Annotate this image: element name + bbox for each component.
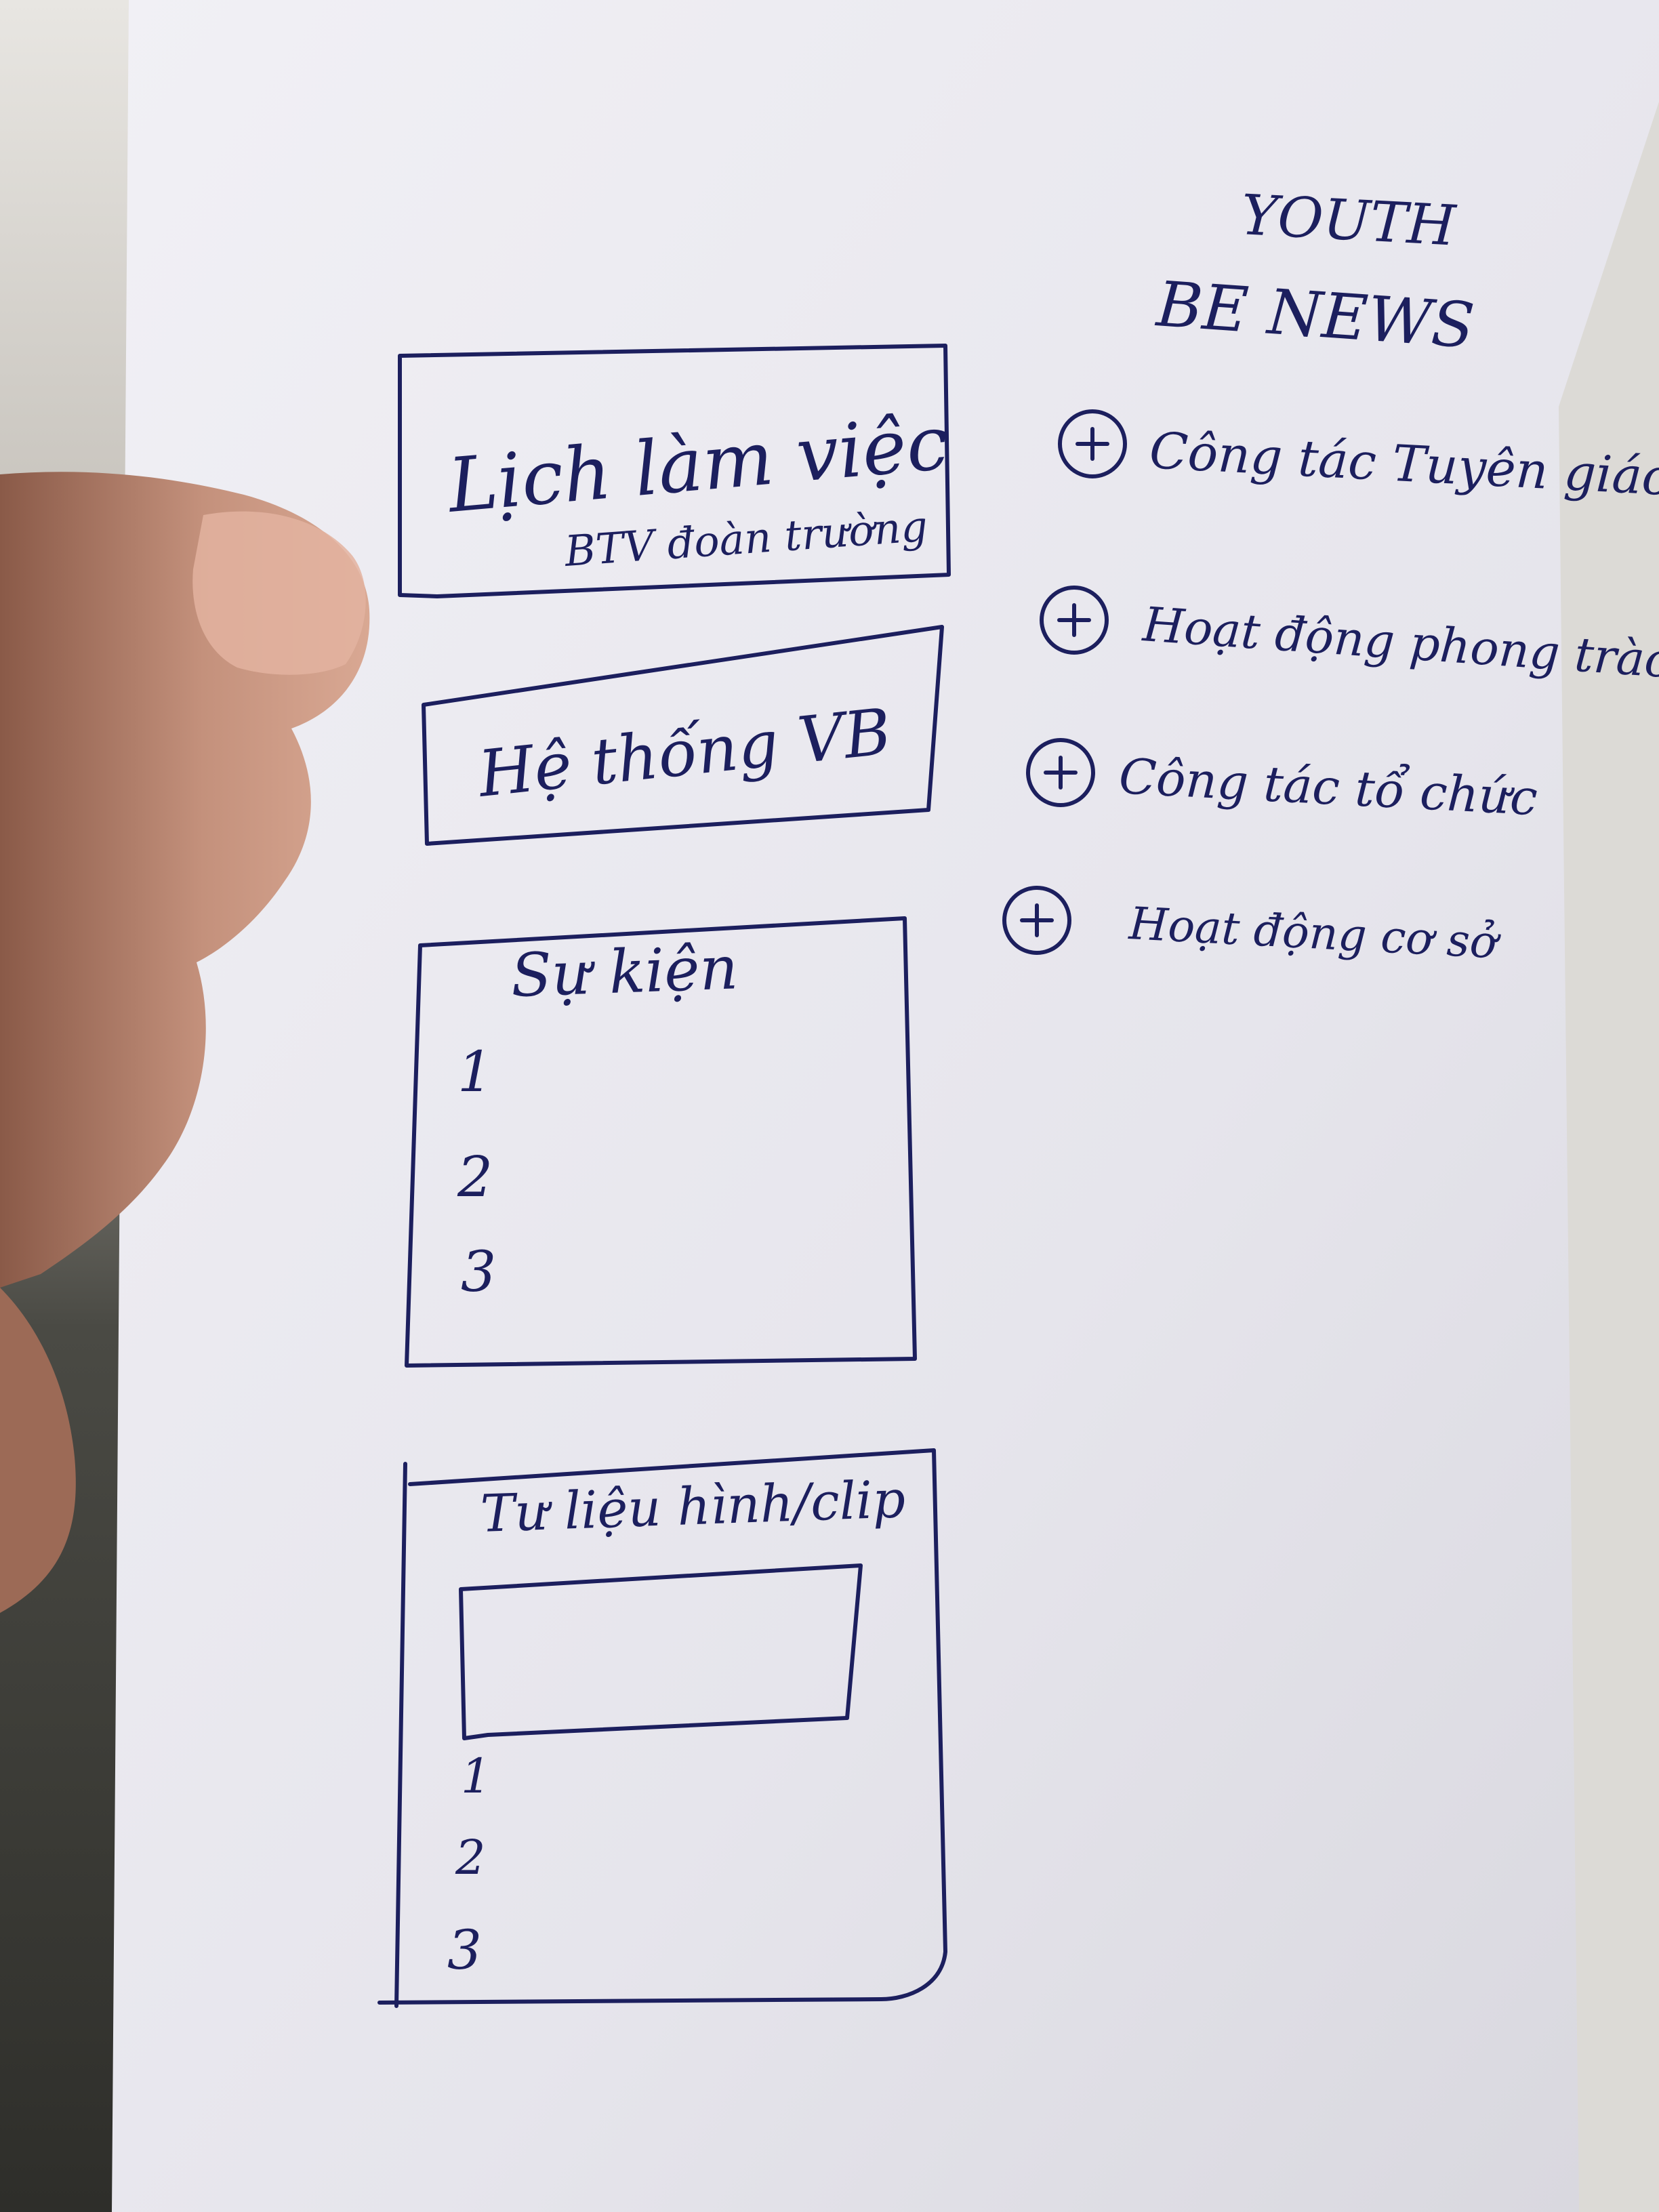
gallery-box [377,1448,947,2005]
plus-circle-icon [1040,586,1109,655]
thumbnail [192,511,366,675]
plus-circle-icon [1002,886,1071,955]
plus-circle-icon [1026,738,1095,807]
gallery-title: Tư liệu hình/clip [480,1469,907,1544]
gallery-item-1: 1 [461,1748,491,1804]
header-line1: YOUTH [1240,183,1458,259]
events-title: Sự kiện [510,933,739,1010]
gallery-item-2: 2 [455,1830,486,1885]
paper-sheet [112,0,1659,2212]
plus-circle-icon [1058,409,1127,478]
schedule-box [398,344,951,598]
events-item-2: 2 [457,1145,493,1210]
events-item-3: 3 [461,1240,496,1305]
system-box [422,625,944,846]
events-item-1: 1 [457,1040,493,1105]
events-box [405,916,917,1368]
gallery-box-left-edge [394,1462,407,2008]
gallery-image-placeholder [459,1563,863,1740]
thumb [0,472,370,1288]
hand-lower [0,1288,76,1613]
gallery-item-3: 3 [447,1919,482,1982]
